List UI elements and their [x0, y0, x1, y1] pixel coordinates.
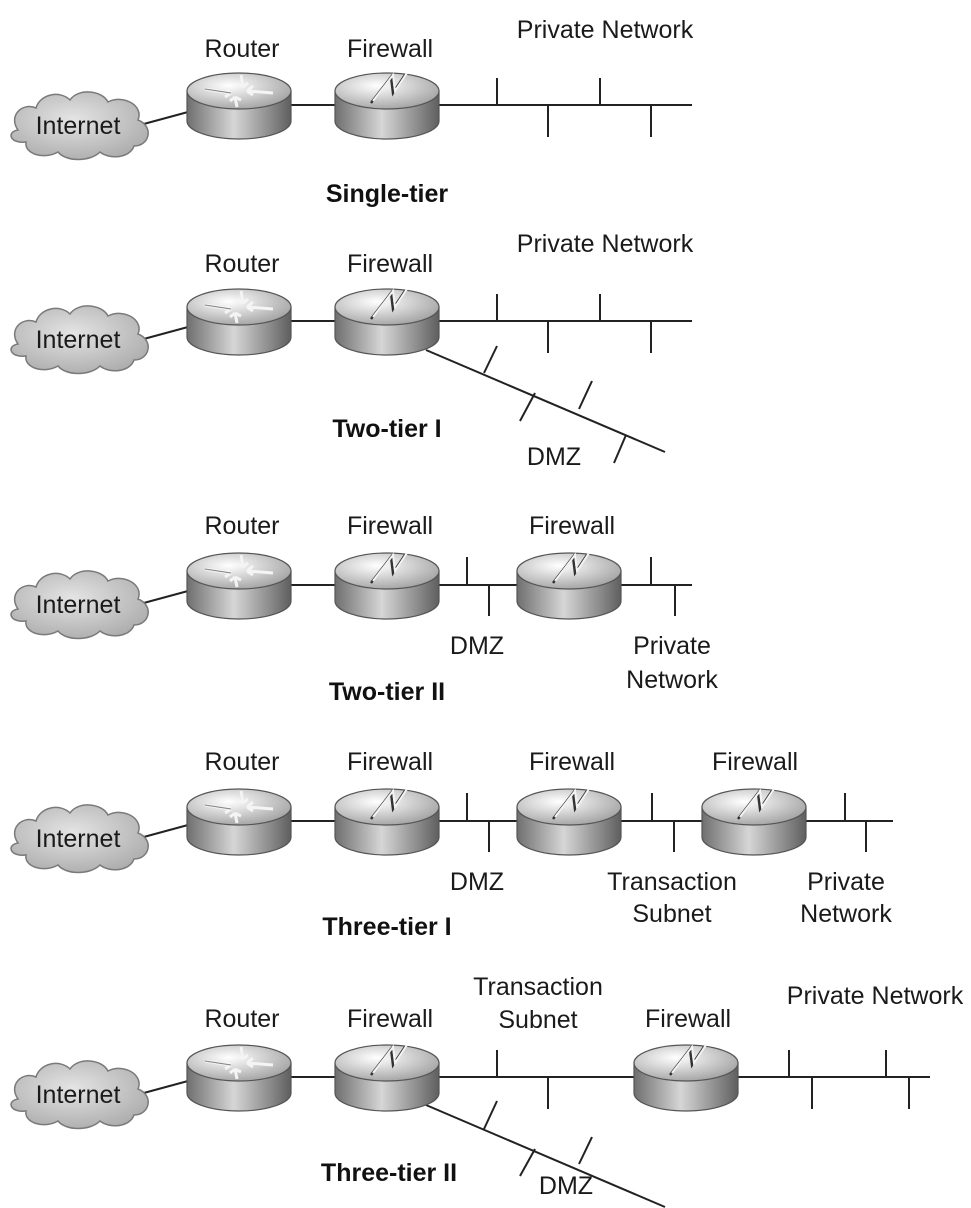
- network-label: Network: [800, 900, 892, 928]
- single-tier-section: Internet Router Firewall Private Network…: [10, 16, 694, 208]
- internet-label: Internet: [36, 825, 121, 853]
- firewall-label: Firewall: [347, 512, 433, 540]
- subnet-label: Subnet: [498, 1006, 577, 1034]
- dmz-tap: [519, 392, 536, 422]
- internet-router-link: [139, 1080, 189, 1095]
- transaction-label: Transaction: [607, 868, 737, 896]
- subnet-label: Subnet: [632, 900, 711, 928]
- dmz-tap: [578, 1136, 593, 1165]
- dmz-tap: [483, 1100, 498, 1130]
- private-network-label: Private Network: [517, 230, 694, 258]
- dmz-tap: [578, 380, 593, 410]
- dmz-tap: [613, 434, 627, 464]
- internet-label: Internet: [36, 326, 121, 354]
- router-label: Router: [204, 1005, 279, 1033]
- private-network-label: Private Network: [787, 982, 964, 1010]
- internet-router-link: [139, 590, 189, 605]
- router-icon: [186, 788, 292, 856]
- three-tier-2-section: Internet Router Firewall Firewall Transa…: [10, 973, 964, 1208]
- firewall-label: Firewall: [529, 748, 615, 776]
- firewall-label: Firewall: [529, 512, 615, 540]
- internet-router-link: [139, 111, 189, 126]
- three-tier-1-section: Internet Router Firewall Firewall Firewa…: [10, 748, 893, 941]
- firewall-label: Firewall: [347, 250, 433, 278]
- dmz-segment: [425, 349, 666, 453]
- private-label: Private: [807, 868, 885, 896]
- internet-router-link: [139, 326, 189, 341]
- internet-label: Internet: [36, 1081, 121, 1109]
- three-tier-1-title: Three-tier I: [322, 913, 451, 941]
- firewall-label: Firewall: [347, 35, 433, 63]
- router-icon: [186, 552, 292, 620]
- private-network-label: Private Network: [517, 16, 694, 44]
- single-tier-title: Single-tier: [326, 180, 449, 208]
- private-label: Private: [633, 632, 711, 660]
- internet-router-link: [139, 824, 189, 839]
- two-tier-1-section: Internet Router Firewall Private Network…: [10, 230, 694, 471]
- router-label: Router: [204, 35, 279, 63]
- dmz-label: DMZ: [539, 1172, 593, 1200]
- internet-label: Internet: [36, 591, 121, 619]
- router-icon: [186, 288, 292, 356]
- router-label: Router: [204, 250, 279, 278]
- two-tier-1-title: Two-tier I: [332, 415, 441, 443]
- dmz-label: DMZ: [527, 443, 581, 471]
- dmz-tap: [519, 1148, 536, 1177]
- firewall-label: Firewall: [712, 748, 798, 776]
- router-icon: [186, 1044, 292, 1112]
- firewall-label: Firewall: [645, 1005, 731, 1033]
- firewall-label: Firewall: [347, 1005, 433, 1033]
- dmz-label: DMZ: [450, 632, 504, 660]
- dmz-segment: [425, 1104, 666, 1208]
- three-tier-2-title: Three-tier II: [321, 1159, 457, 1187]
- internet-label: Internet: [36, 112, 121, 140]
- two-tier-2-title: Two-tier II: [329, 678, 445, 706]
- dmz-tap: [483, 345, 498, 374]
- router-icon: [186, 72, 292, 140]
- dmz-label: DMZ: [450, 868, 504, 896]
- firewall-label: Firewall: [347, 748, 433, 776]
- router-label: Router: [204, 512, 279, 540]
- transaction-label: Transaction: [473, 973, 603, 1001]
- two-tier-2-section: Internet Router Firewall Firewall DMZ Pr…: [10, 512, 718, 706]
- router-label: Router: [204, 748, 279, 776]
- network-label: Network: [626, 666, 718, 694]
